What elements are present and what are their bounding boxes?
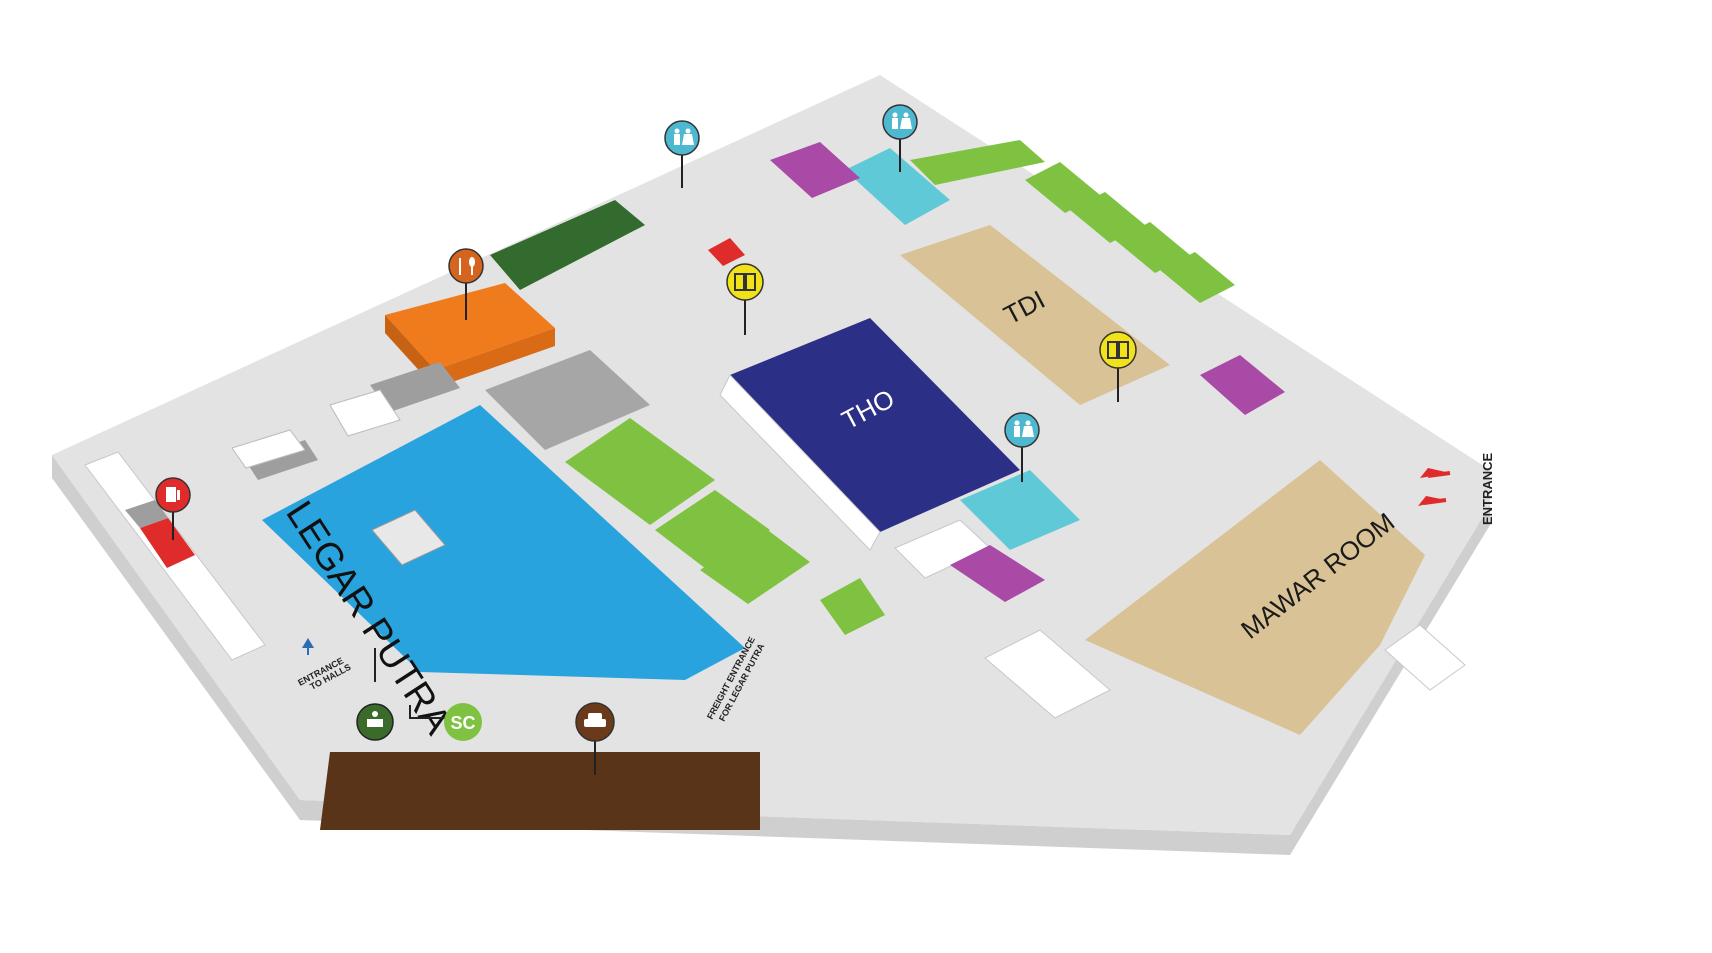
green-block-mid-1[interactable] [565, 418, 715, 525]
green-block-mid-2[interactable] [655, 490, 770, 572]
toilet-icon [1014, 420, 1034, 437]
lift-pin-2[interactable] [1099, 331, 1137, 402]
red-small-block [708, 238, 745, 266]
green-strip-top[interactable] [910, 140, 1045, 185]
lift-icon [734, 273, 756, 291]
up-arrow-icon [302, 638, 314, 648]
toilet-pin-1[interactable] [664, 120, 700, 188]
info-desk-icon [367, 711, 383, 727]
legar-escalator [371, 509, 446, 566]
food-pin[interactable] [448, 248, 484, 320]
sc-badge[interactable]: SC [409, 703, 482, 741]
gray-service-block [485, 350, 650, 450]
taxi-pin[interactable] [575, 702, 615, 775]
toilet-pin-2[interactable] [882, 104, 918, 172]
entrance-arrows [1418, 468, 1451, 506]
legar-putra-hall[interactable] [262, 405, 745, 680]
lift-pin-1[interactable] [726, 263, 764, 335]
green-block-tr-2[interactable] [1070, 192, 1145, 243]
sc-badge-label: SC [450, 713, 475, 733]
green-block-tr-4[interactable] [1160, 252, 1235, 303]
toilet-icon [674, 128, 694, 145]
fuel-icon [166, 487, 180, 502]
taxi-parking-block[interactable] [320, 752, 760, 830]
purple-block-right[interactable] [1200, 355, 1285, 415]
green-block-small[interactable] [820, 578, 885, 635]
purple-block-bottom[interactable] [950, 545, 1045, 602]
tho-hall[interactable] [730, 318, 1020, 532]
white-block-1 [329, 389, 401, 437]
purple-block-top[interactable] [770, 142, 860, 198]
toilet-icon [892, 112, 912, 129]
cyan-block-top[interactable] [845, 148, 950, 225]
food-court-block[interactable] [385, 283, 555, 370]
white-block-2 [231, 429, 306, 469]
info-pin[interactable] [356, 648, 394, 741]
toilet-pin-3[interactable] [1004, 412, 1040, 482]
fuel-pin[interactable] [155, 477, 191, 540]
green-block-mid-3[interactable] [700, 528, 810, 604]
entrance-label: ENTRANCE [1480, 452, 1495, 525]
taxi-icon [584, 713, 606, 727]
mawar-room-hall[interactable] [1085, 460, 1425, 735]
green-block-tr-3[interactable] [1115, 222, 1190, 273]
green-block-tr-1[interactable] [1025, 162, 1100, 213]
cyan-block-tho[interactable] [960, 470, 1080, 550]
food-icon [459, 257, 475, 275]
gray-block-1 [370, 362, 460, 412]
white-block-mawar-right [1384, 624, 1466, 691]
red-fuel-block[interactable] [140, 518, 195, 568]
dark-green-block[interactable] [490, 200, 645, 290]
lift-icon [1107, 341, 1129, 359]
white-block-mawar [984, 629, 1111, 719]
